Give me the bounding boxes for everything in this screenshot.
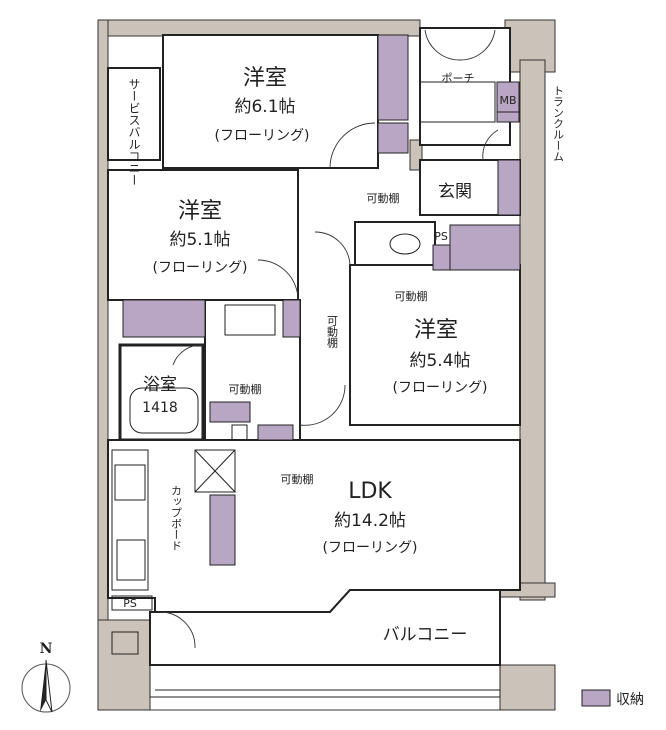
toilet bbox=[354, 221, 436, 266]
shelf-label: 可動棚 bbox=[367, 191, 400, 205]
room-western-5-4-floor: (フローリング) bbox=[393, 380, 488, 396]
cupboard-label: カップボード bbox=[170, 485, 183, 551]
ldk-floor: (フローリング) bbox=[323, 540, 418, 556]
room-western-5-1 bbox=[107, 169, 299, 301]
room-western-5-1-floor: (フローリング) bbox=[153, 260, 248, 276]
bath-size: 1418 bbox=[142, 400, 178, 416]
sink-icon bbox=[116, 539, 146, 581]
trunk-room-label: トランクルーム bbox=[552, 85, 565, 162]
compass-icon bbox=[21, 659, 71, 713]
room-western-6-size: 約6.1帖 bbox=[234, 97, 295, 117]
balcony-label: バルコニー bbox=[383, 625, 468, 645]
room-western-6-floor: (フローリング) bbox=[215, 128, 310, 144]
room-western-5-1-size: 約5.1帖 bbox=[169, 230, 230, 250]
legend-swatch bbox=[581, 689, 611, 707]
service-balcony bbox=[107, 67, 161, 161]
shelf-label: 可動棚 bbox=[395, 289, 428, 303]
room-western-6 bbox=[162, 34, 379, 169]
compass-north-label: N bbox=[40, 641, 53, 657]
room-western-6-name: 洋室 bbox=[243, 66, 287, 91]
entrance-label: 玄関 bbox=[438, 182, 472, 202]
ldk-name: LDK bbox=[348, 479, 392, 504]
stove-icon bbox=[114, 464, 146, 501]
room-western-5-4 bbox=[349, 264, 521, 426]
shelf-label: 可動棚 bbox=[229, 382, 262, 396]
ldk-size: 約14.2帖 bbox=[334, 511, 406, 531]
bathroom bbox=[118, 343, 205, 442]
ps-label-toilet: PS bbox=[434, 230, 448, 243]
mb-label: MB bbox=[499, 94, 516, 107]
washbasin-icon bbox=[224, 304, 276, 336]
bath-name: 浴室 bbox=[143, 375, 177, 395]
service-balcony-label: サービスバルコニー bbox=[127, 78, 141, 186]
bathtub-icon bbox=[129, 387, 199, 434]
rooms bbox=[107, 27, 521, 698]
room-western-5-4-size: 約5.4帖 bbox=[409, 351, 470, 371]
ps-label-kitchen: PS bbox=[123, 597, 137, 610]
shelf-label: 可動棚 bbox=[326, 315, 339, 349]
porch-label: ポーチ bbox=[442, 72, 475, 85]
toilet-icon bbox=[389, 233, 421, 255]
room-western-5-1-name: 洋室 bbox=[178, 199, 222, 224]
room-western-5-4-name: 洋室 bbox=[414, 318, 458, 343]
legend-storage-label: 収納 bbox=[616, 692, 644, 708]
shelf-label: 可動棚 bbox=[281, 472, 314, 486]
fixtures bbox=[111, 29, 520, 655]
